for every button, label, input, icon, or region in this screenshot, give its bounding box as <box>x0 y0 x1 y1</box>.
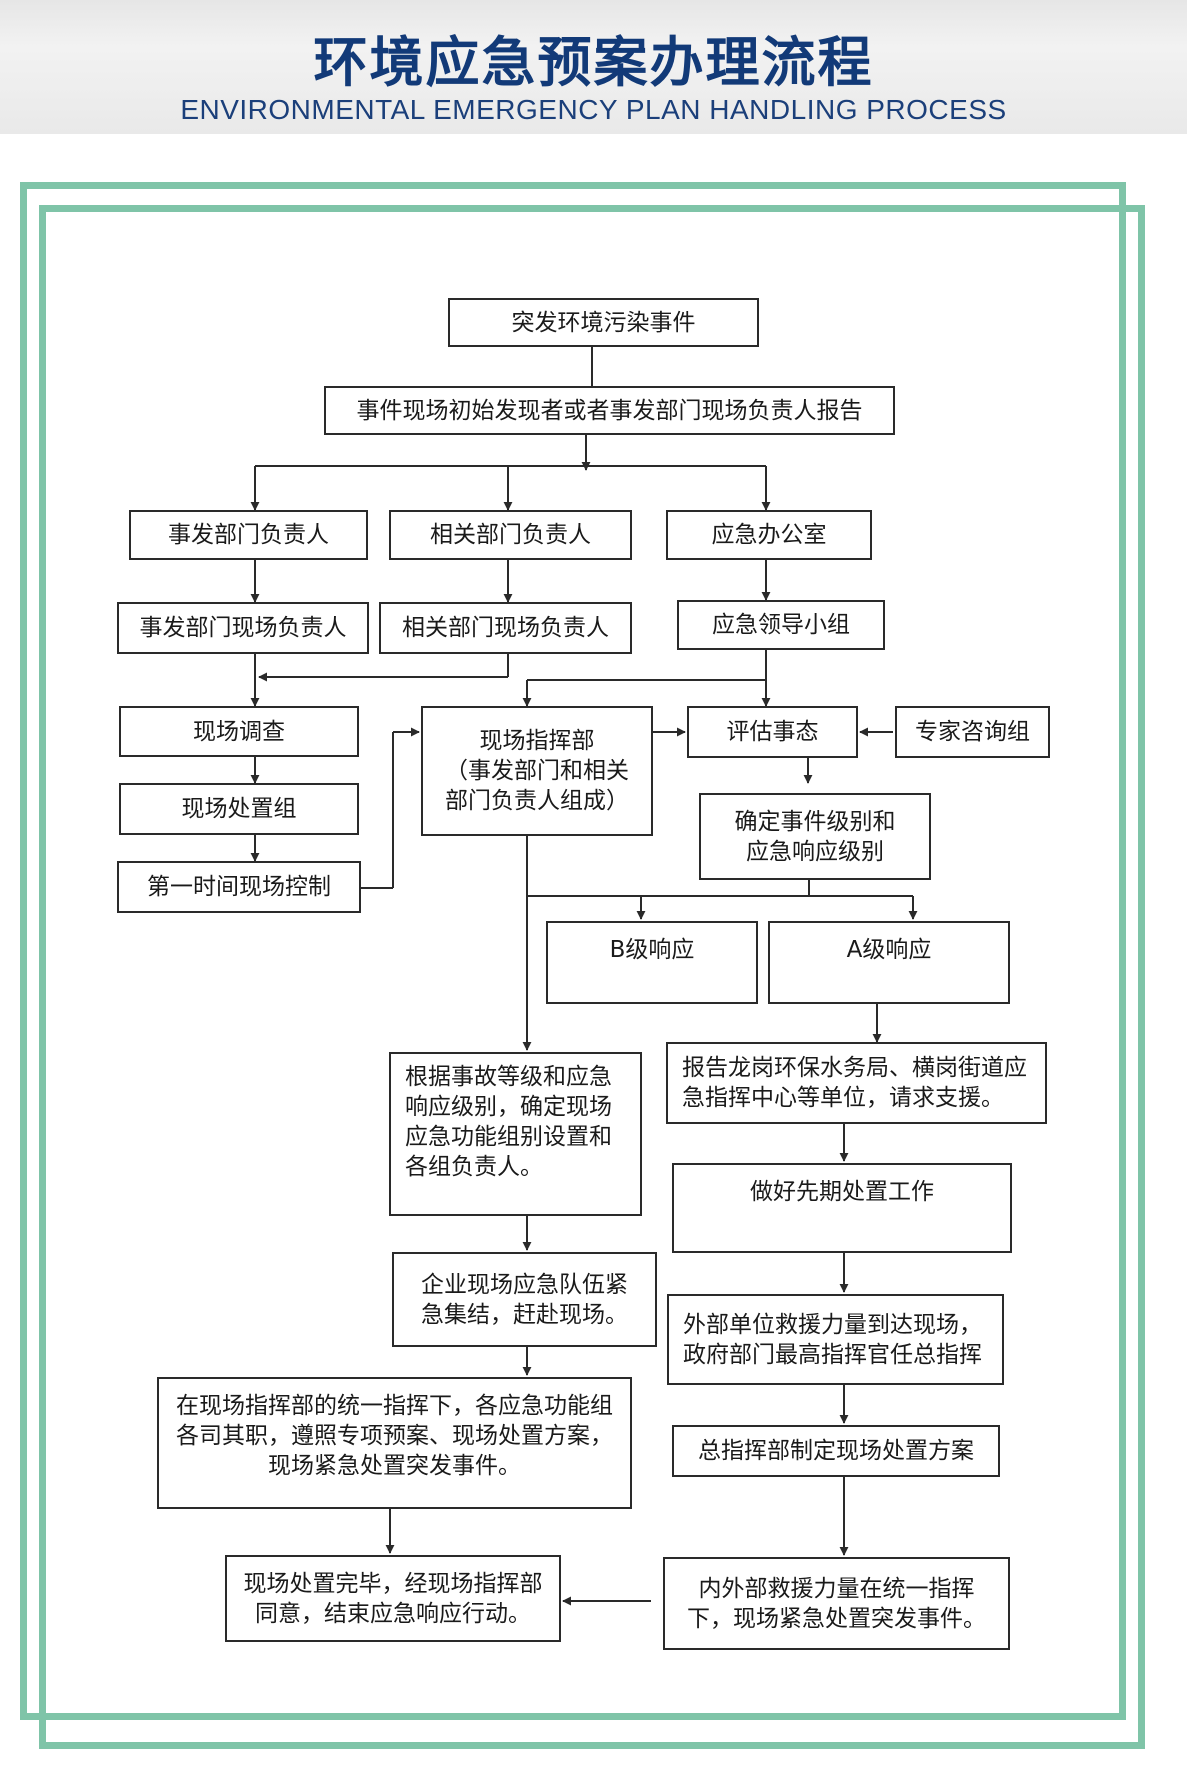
related-site-head-box: 相关部门现场负责人 <box>379 602 632 654</box>
determine-level-box: 确定事件级别和 应急响应级别 <box>699 793 931 880</box>
level-a-box: A级响应 <box>768 921 1010 1004</box>
report-box: 事件现场初始发现者或者事发部门现场负责人报告 <box>324 386 895 435</box>
external-arrive-box: 外部单位救援力量到达现场， 政府部门最高指挥官任总指挥 <box>667 1294 1004 1385</box>
level-b-box: B级响应 <box>546 921 758 1004</box>
team-assemble-box: 企业现场应急队伍紧 急集结，赶赴现场。 <box>392 1252 657 1347</box>
site-command-box: 现场指挥部 （事发部门和相关 部门负责人组成） <box>421 706 653 836</box>
incident-box: 突发环境污染事件 <box>448 298 759 347</box>
expert-group-box: 专家咨询组 <box>895 706 1050 758</box>
early-disposal-box: 做好先期处置工作 <box>672 1163 1012 1253</box>
page-subtitle: ENVIRONMENTAL EMERGENCY PLAN HANDLING PR… <box>180 94 1007 125</box>
site-investigation-box: 现场调查 <box>119 706 359 757</box>
header-banner: 环境应急预案办理流程 ENVIRONMENTAL EMERGENCY PLAN … <box>0 0 1187 134</box>
emergency-office-box: 应急办公室 <box>666 510 872 560</box>
site-disposal-group-box: 现场处置组 <box>119 783 359 835</box>
joint-rescue-box: 内外部救援力量在统一指挥 下，现场紧急处置突发事件。 <box>663 1557 1010 1650</box>
related-head-box: 相关部门负责人 <box>389 510 632 560</box>
set-groups-box: 根据事故等级和应急 响应级别，确定现场 应急功能组别设置和 各组负责人。 <box>389 1052 642 1216</box>
first-control-box: 第一时间现场控制 <box>117 861 361 913</box>
report-agencies-box: 报告龙岗环保水务局、横岗街道应 急指挥中心等单位，请求支援。 <box>666 1042 1047 1124</box>
decorative-frame-outer <box>20 182 1126 1720</box>
unified-command-box: 在现场指挥部的统一指挥下，各应急功能组 各司其职，遵照专项预案、现场处置方案， … <box>157 1377 632 1509</box>
assess-box: 评估事态 <box>687 706 858 758</box>
leading-group-box: 应急领导小组 <box>677 600 885 650</box>
finish-box: 现场处置完毕，经现场指挥部 同意，结束应急响应行动。 <box>225 1555 561 1642</box>
dept-head-box: 事发部门负责人 <box>129 510 368 560</box>
chief-plan-box: 总指挥部制定现场处置方案 <box>672 1425 1000 1477</box>
dept-site-head-box: 事发部门现场负责人 <box>117 602 369 654</box>
decorative-frame-inner <box>39 205 1145 1749</box>
page-title: 环境应急预案办理流程 <box>313 31 874 94</box>
